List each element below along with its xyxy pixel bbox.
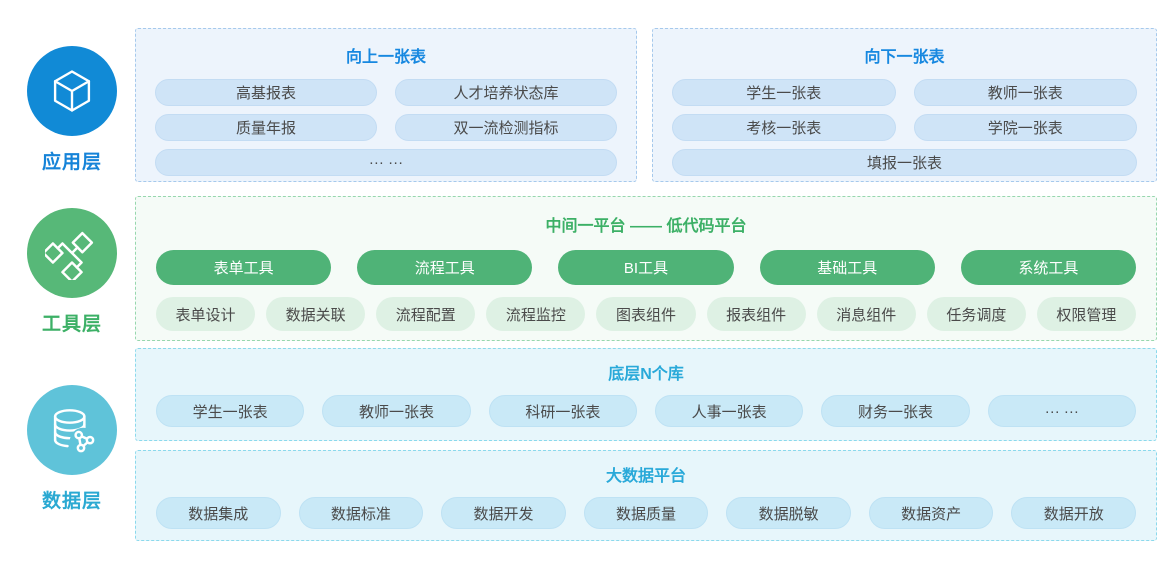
database-icon xyxy=(27,385,117,475)
database-pill: 学生一张表 xyxy=(156,395,305,427)
feature-pill: 表单设计 xyxy=(156,297,256,331)
layer-application-label: 应用层 xyxy=(41,152,102,173)
bigdata-pill: 数据开发 xyxy=(441,497,566,529)
layer-data: 数据层 xyxy=(22,385,122,513)
box-lowcode-platform: 中间一平台 —— 低代码平台 表单工具流程工具 BI工具基础工具系统工具 表单设计… xyxy=(135,196,1157,341)
box-databases-title: 底层N个库 xyxy=(608,366,684,383)
pill: 学院一张表 xyxy=(913,114,1137,141)
tool-button: 基础工具 xyxy=(759,250,935,285)
platform-feature-pills: 表单设计数据关联流程配置流程监控图表组件报表组件消息组件任务调度权限管理 xyxy=(156,297,1136,331)
bigdata-pill: 数据开放 xyxy=(1011,497,1137,529)
feature-pill: 消息组件 xyxy=(816,297,916,331)
tool-button: 表单工具 xyxy=(156,250,332,285)
pill: 考核一张表 xyxy=(672,114,896,141)
feature-pill: 任务调度 xyxy=(926,297,1026,331)
database-pill: 教师一张表 xyxy=(322,395,471,427)
box-bigdata-platform: 大数据平台 数据集成数据标准数据开发数据质量数据脱敏数据资产数据开放 xyxy=(135,450,1157,541)
database-pill: ··· ··· xyxy=(987,395,1136,427)
bigdata-pill: 数据脱敏 xyxy=(726,497,851,529)
feature-pill: 图表组件 xyxy=(596,297,696,331)
bigdata-pill: 数据质量 xyxy=(583,497,709,529)
bigdata-pills: 数据集成数据标准数据开发数据质量数据脱敏数据资产数据开放 xyxy=(156,497,1137,529)
feature-pill: 数据关联 xyxy=(266,297,366,331)
pill: 质量年报 xyxy=(155,114,377,141)
databases-pills: 学生一张表教师一张表科研一张表人事一张表财务一张表 ··· ··· xyxy=(156,395,1136,427)
pill-fill-report: 填报一张表 xyxy=(672,149,1137,176)
bigdata-pill: 数据集成 xyxy=(156,497,281,529)
box-bigdata-title: 大数据平台 xyxy=(605,468,686,485)
upward-pill-grid: 高基报表人才培养状态库质量年报双一流检测指标 xyxy=(155,79,617,141)
box-upward-title: 向上一张表 xyxy=(345,49,426,66)
pill: 学生一张表 xyxy=(672,79,896,106)
pill: 双一流检测指标 xyxy=(395,114,617,141)
feature-pill: 报表组件 xyxy=(706,297,806,331)
layer-data-label: 数据层 xyxy=(41,491,102,512)
box-base-databases: 底层N个库 学生一张表教师一张表科研一张表人事一张表财务一张表 ··· ··· xyxy=(135,348,1157,441)
feature-pill: 权限管理 xyxy=(1036,297,1136,331)
bigdata-pill: 数据资产 xyxy=(868,497,994,529)
database-pill: 财务一张表 xyxy=(821,395,970,427)
platform-tool-buttons: 表单工具流程工具 BI工具基础工具系统工具 xyxy=(156,250,1137,285)
pill: 人才培养状态库 xyxy=(395,79,617,106)
pill: 高基报表 xyxy=(155,79,377,106)
box-downward-title: 向下一张表 xyxy=(864,49,945,66)
layer-tools: 工具层 xyxy=(22,208,122,336)
database-pill: 人事一张表 xyxy=(654,395,804,427)
layer-application: 应用层 xyxy=(22,46,122,174)
downward-pill-grid: 学生一张表教师一张表考核一张表学院一张表 xyxy=(672,79,1137,141)
database-pill: 科研一张表 xyxy=(488,395,637,427)
feature-pill: 流程监控 xyxy=(486,297,586,331)
flow-icon xyxy=(27,208,117,298)
box-downward-tables: 向下一张表 学生一张表教师一张表考核一张表学院一张表 填报一张表 xyxy=(652,28,1157,182)
tool-button: 系统工具 xyxy=(960,250,1137,285)
bigdata-pill: 数据标准 xyxy=(298,497,424,529)
tool-button: BI工具 xyxy=(558,250,734,285)
pill-ellipsis: ··· ··· xyxy=(155,149,617,176)
cube-icon xyxy=(27,46,117,136)
tool-button: 流程工具 xyxy=(357,250,533,285)
box-upward-tables: 向上一张表 高基报表人才培养状态库质量年报双一流检测指标 ··· ··· xyxy=(135,28,637,182)
layer-tools-label: 工具层 xyxy=(41,314,102,335)
box-platform-title: 中间一平台 —— 低代码平台 xyxy=(545,218,747,235)
pill: 教师一张表 xyxy=(913,79,1137,106)
feature-pill: 流程配置 xyxy=(376,297,476,331)
